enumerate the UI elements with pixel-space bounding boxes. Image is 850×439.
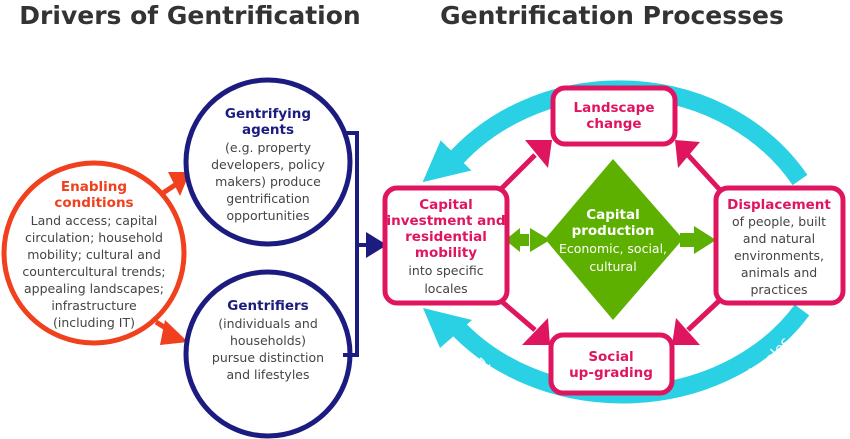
capital-investment-heading: investment and [386,213,505,229]
enabling-text: mobility; cultural and [27,247,161,262]
arrow-displacement-to-social [672,298,722,345]
agents-text: makers) produce [215,174,321,189]
capital-production-diamond [545,159,683,320]
capital-investment-heading: Capital [419,197,473,213]
title-drivers: Drivers of Gentrification [19,1,360,30]
agents-heading: agents [242,122,294,138]
capital-production-text: Economic, social, [559,241,667,256]
displacement-text: and natural [743,231,815,246]
social-heading: up-grading [569,365,653,381]
capital-production-text: cultural [589,259,636,274]
capital-investment-text: locales [424,281,467,296]
bracket-arrow [343,131,387,357]
agents-text: opportunities [226,208,309,223]
enabling-heading: Enabling [61,179,127,195]
displacement-box [713,185,846,306]
displacement-heading: Displacement [727,197,831,213]
title-processes: Gentrification Processes [440,1,784,30]
agents-text: (e.g. property [225,140,312,155]
enabling-text: appealing landscapes; [24,281,164,296]
landscape-heading: change [586,116,641,132]
double-arrow-capital [505,228,550,252]
gentrifiers-heading: Gentrifiers [227,298,308,314]
capital-investment-heading: mobility [415,245,477,261]
agents-text: developers, policy [211,157,325,172]
agents-text: gentrification [226,191,309,206]
capital-investment-text: into specific [408,263,483,278]
enabling-text: (including IT) [53,315,135,330]
arrow-production-to-displacement [680,226,716,254]
arrow-capital-to-social [498,298,550,345]
agents-heading: Gentrifying [225,106,311,122]
gentrifiers-text: pursue distinction [212,350,324,365]
gentrifiers-text: and lifestyles [226,367,309,382]
capital-investment-heading: residential [405,229,487,245]
enabling-conditions-circle [1,160,187,346]
displacement-text: animals and [741,265,817,280]
enabling-text: circulation; household [25,230,163,245]
displacement-text: practices [750,282,807,297]
enabling-text: Land access; capital [31,213,158,228]
capital-investment-box [382,185,510,306]
capital-production-heading: Capital [586,207,640,223]
landscape-change-box [550,85,678,147]
gentrifiers-text: (individuals and [218,316,318,331]
enabling-text: countercultural trends; [22,264,165,279]
social-upgrading-box [548,332,675,396]
social-heading: Social [588,349,633,365]
displacement-text: environments, [734,248,824,263]
gentrifiers-text: households) [230,333,306,348]
landscape-heading: Landscape [574,100,655,116]
arrow-displacement-to-landscape [675,140,722,192]
enabling-heading: conditions [54,195,133,211]
capital-production-heading: production [572,223,655,239]
enabling-text: infrastructure [51,298,137,313]
arrow-to-gentrifiers [154,319,188,345]
gentrifying-agents-circle [183,77,353,247]
displacement-text: of people, built [732,214,826,229]
arrow-capital-to-landscape [498,140,552,192]
